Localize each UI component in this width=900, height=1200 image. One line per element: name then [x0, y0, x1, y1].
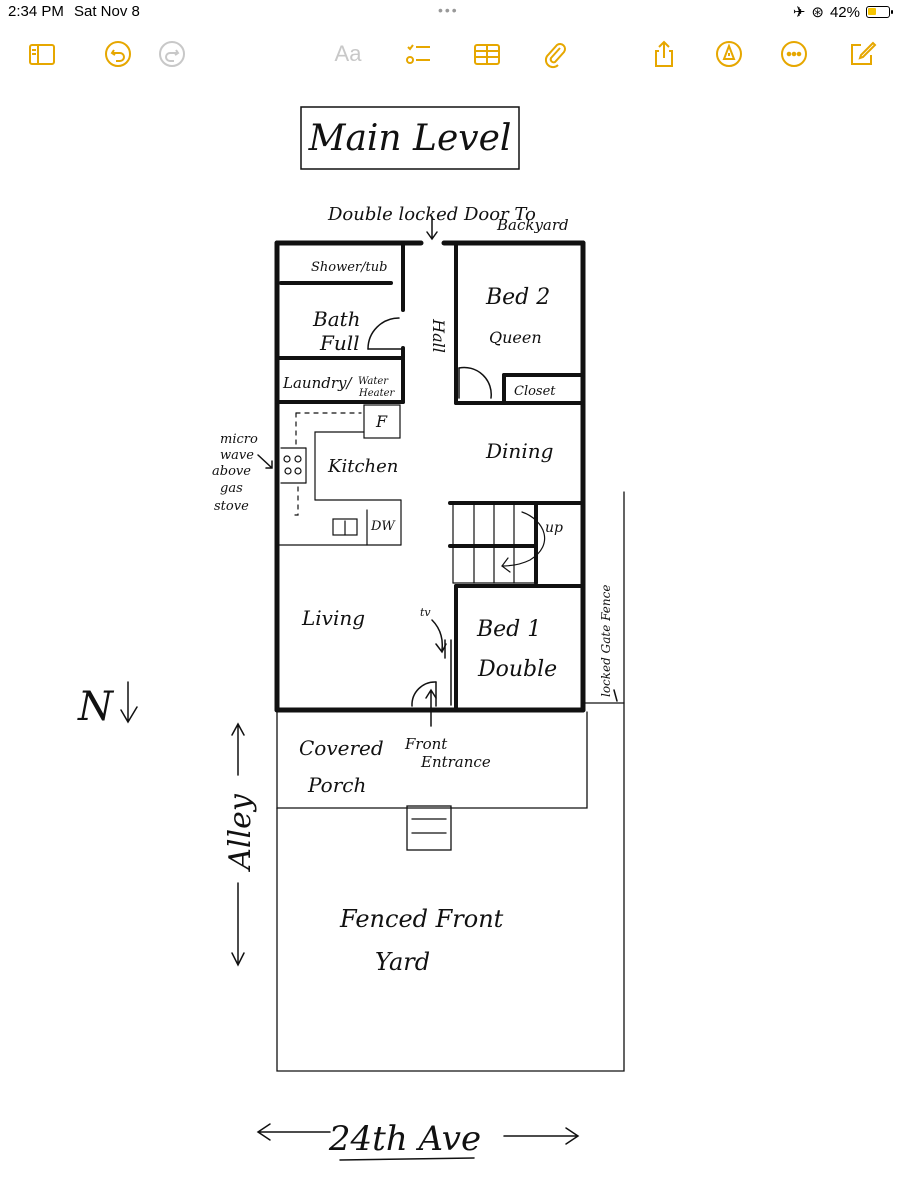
status-date: Sat Nov 8 — [74, 3, 140, 20]
compose-icon — [851, 41, 877, 65]
more-button[interactable] — [776, 36, 812, 72]
status-bar: 2:34 PM Sat Nov 8 ••• ✈ ⊛ 42% — [0, 0, 900, 24]
label-front-entrance-2: Entrance — [420, 753, 491, 771]
sidebar-icon — [29, 44, 55, 65]
more-icon — [781, 41, 807, 67]
undo-icon — [105, 41, 131, 67]
door-swings — [367, 317, 492, 707]
label-kitchen: Kitchen — [327, 456, 398, 477]
label-closet: Closet — [514, 384, 556, 399]
label-alley: Alley — [223, 793, 258, 873]
label-micro-2: wave — [220, 448, 254, 463]
stairs — [452, 502, 546, 584]
multitasking-dots-icon[interactable]: ••• — [438, 2, 459, 18]
label-shower: Shower/tub — [311, 260, 387, 275]
attachment-icon — [544, 43, 566, 69]
markup-button[interactable] — [711, 36, 747, 72]
label-door-note-2: Backyard — [496, 216, 569, 234]
label-micro-4: gas — [220, 481, 243, 496]
label-dishwasher: DW — [370, 519, 396, 534]
interior-walls — [275, 241, 585, 712]
attachment-button[interactable] — [537, 36, 573, 72]
label-micro-1: micro — [220, 432, 258, 447]
label-bath: Bath — [312, 307, 361, 331]
label-front-entrance: Front — [404, 735, 448, 753]
label-bed1-size: Double — [477, 657, 557, 682]
label-water-heater-2: Heater — [358, 388, 396, 399]
table-icon — [474, 44, 500, 65]
label-dining: Dining — [485, 439, 553, 463]
label-tv: tv — [420, 606, 431, 619]
kitchen-fixtures — [278, 404, 402, 546]
share-icon — [655, 40, 673, 67]
label-living: Living — [301, 606, 365, 630]
table-button[interactable] — [469, 36, 505, 72]
battery-fill — [868, 8, 876, 15]
sketch-title: Main Level — [308, 118, 512, 159]
label-front-yard-2: Yard — [375, 948, 430, 976]
redo-icon — [159, 41, 185, 67]
undo-button[interactable] — [100, 36, 136, 72]
airplane-mode-icon: ✈ — [792, 4, 806, 21]
markup-icon — [716, 41, 742, 67]
battery-percent: 42% — [829, 3, 860, 21]
label-laundry: Laundry/ — [282, 374, 353, 392]
label-micro-5: stove — [214, 499, 249, 514]
label-bath-2: Full — [319, 331, 360, 355]
title-box — [300, 106, 520, 170]
label-street: 24th Ave — [328, 1119, 481, 1159]
porch-and-yard — [276, 491, 625, 1072]
label-door-note: Double locked Door To — [327, 204, 536, 225]
label-bed2: Bed 2 — [485, 285, 550, 310]
label-fridge: F — [375, 412, 388, 431]
label-locked-gate: locked Gate Fence — [599, 585, 613, 697]
status-right: ✈ ⊛ 42% — [792, 3, 893, 21]
label-porch-2: Porch — [307, 773, 366, 797]
arrows — [120, 216, 618, 1161]
label-porch: Covered — [299, 736, 384, 760]
battery-icon — [866, 6, 893, 18]
floor-plan-sketch[interactable]: Main Level Double locked Door To Backyar… — [0, 80, 900, 1200]
checklist-button[interactable] — [400, 36, 436, 72]
label-north: N — [77, 684, 115, 730]
label-water-heater: Water — [358, 376, 389, 387]
label-bed1: Bed 1 — [476, 617, 541, 642]
label-micro-3: above — [212, 464, 251, 479]
sidebar-toggle-button[interactable] — [24, 36, 60, 72]
label-bed2-size: Queen — [489, 328, 542, 347]
label-stairs-up: up — [545, 520, 563, 536]
compose-button[interactable] — [844, 36, 880, 72]
share-button[interactable] — [646, 36, 682, 72]
label-front-yard: Fenced Front — [339, 905, 504, 933]
notes-toolbar: Aa — [0, 32, 900, 76]
redo-button[interactable] — [154, 36, 190, 72]
label-hall: Hall — [429, 318, 448, 353]
orientation-lock-icon: ⊛ — [811, 4, 824, 21]
status-time: 2:34 PM — [8, 3, 64, 20]
text-format-button[interactable]: Aa — [334, 41, 362, 66]
outer-walls — [274, 240, 586, 713]
checklist-icon — [406, 44, 430, 64]
